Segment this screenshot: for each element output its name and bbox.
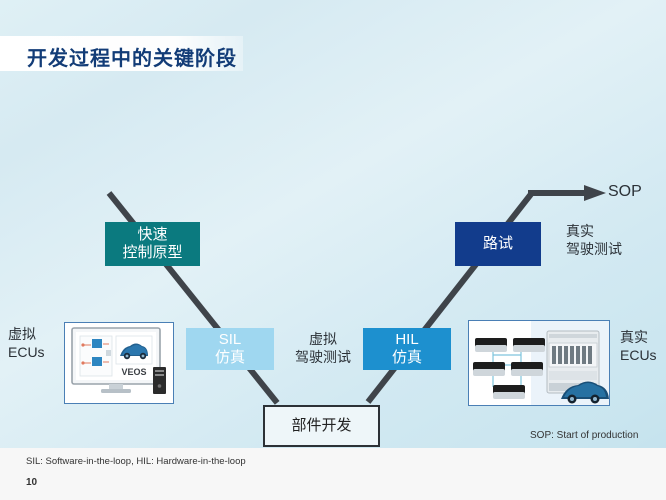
label-virtual-driving-test-line1: 虚拟 [309, 331, 337, 347]
stage-sil-line1: SIL [218, 331, 242, 349]
stage-hil-line2: 仿真 [391, 349, 422, 366]
stage-component-development-label: 部件开发 [291, 417, 352, 435]
label-virtual-ecus-line2: ECUs [8, 344, 45, 361]
stage-road-test[interactable]: 路试 [455, 222, 541, 266]
label-real-driving-test-line1: 真实 [566, 223, 594, 239]
label-virtual-ecus-line1: 虚拟 [8, 326, 36, 342]
stage-rcp-line2: 控制原型 [122, 244, 183, 261]
monitor-veos-illustration: VEOS [71, 327, 166, 394]
veos-caption: VEOS [121, 367, 146, 377]
footer-strip [0, 448, 666, 500]
label-real-ecus-line1: 真实 [620, 329, 648, 345]
sop-arrow-icon [584, 185, 606, 201]
stage-sil-line2: 仿真 [214, 349, 245, 366]
sop-line [528, 190, 592, 196]
ecu-network-illustration [469, 321, 609, 405]
label-sop: SOP [608, 183, 642, 200]
sop-definition-note: SOP: Start of production [530, 430, 639, 441]
page-number: 10 [26, 477, 38, 488]
ecu-unit [473, 362, 505, 376]
label-virtual-ecus: 虚拟 ECUs [8, 325, 45, 361]
label-virtual-driving-test: 虚拟 驾驶测试 [295, 330, 351, 366]
ecu-unit [493, 385, 525, 399]
real-ecu-image [468, 320, 610, 406]
stage-component-development[interactable]: 部件开发 [263, 405, 380, 447]
stage-hil-simulation[interactable]: HIL 仿真 [363, 328, 451, 370]
stage-rapid-control-prototyping[interactable]: 快速 控制原型 [105, 222, 200, 266]
label-real-driving-test-line2: 驾驶测试 [566, 241, 622, 258]
stage-rcp-line1: 快速 [137, 226, 168, 244]
stage-hil-line1: HIL [395, 331, 419, 349]
stage-road-test-label: 路试 [482, 235, 513, 253]
title-band [0, 36, 243, 71]
abbreviation-footnote: SIL: Software-in-the-loop, HIL: Hardware… [26, 456, 246, 467]
label-real-ecus: 真实 ECUs [620, 328, 657, 364]
stage-sil-simulation[interactable]: SIL 仿真 [186, 328, 274, 370]
label-real-ecus-line2: ECUs [620, 347, 657, 364]
page-title: 开发过程中的关键阶段 [27, 48, 237, 70]
virtual-ecu-image: VEOS [64, 322, 174, 404]
ecu-unit [513, 338, 545, 352]
label-virtual-driving-test-line2: 驾驶测试 [295, 349, 351, 366]
ecu-unit [475, 338, 507, 352]
label-real-driving-test: 真实 驾驶测试 [566, 222, 622, 258]
ecu-unit [511, 362, 543, 376]
